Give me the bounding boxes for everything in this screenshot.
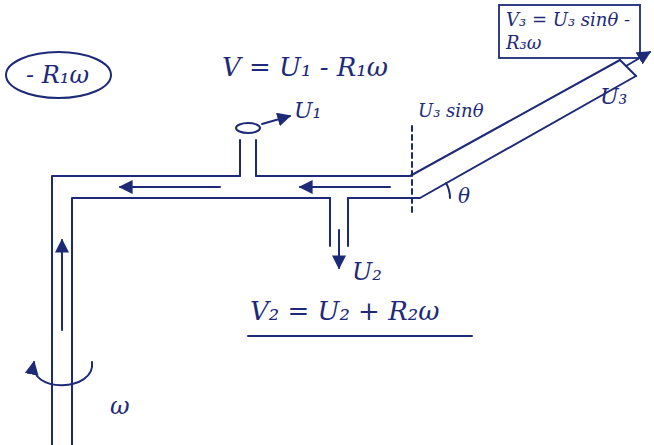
jet-arrow xyxy=(262,116,290,124)
nozzle-swirl xyxy=(236,123,260,133)
underline xyxy=(248,335,472,337)
pipe-inner-wall xyxy=(72,76,636,445)
velocity-component: U₃ sinθ xyxy=(418,100,484,121)
flow-arrow xyxy=(300,186,390,188)
equation-box: V₃ = U₃ sinθ - R₃ω xyxy=(498,4,641,59)
node-text: V₃ = U₃ sinθ - R₃ω xyxy=(506,9,633,54)
flow-arrow xyxy=(61,240,63,330)
velocity-label: U₃ xyxy=(600,84,627,109)
velocity-label: U₂ xyxy=(352,258,382,286)
top-nozzle xyxy=(240,140,256,176)
rotation-arrow xyxy=(34,362,93,385)
flow-arrow xyxy=(120,186,220,188)
angular-speed-label: ω xyxy=(110,392,130,420)
velocity-equation: V₂ = U₂ + R₂ω xyxy=(250,296,439,326)
circled-term: - R₁ω xyxy=(4,50,113,100)
pipe-outer-wall xyxy=(52,60,620,445)
node-text: - R₁ω xyxy=(26,60,91,90)
velocity-label: U₁ xyxy=(294,98,321,123)
angle-arc xyxy=(446,183,450,198)
jet-arrow xyxy=(626,52,650,66)
jet-arrow xyxy=(338,230,340,268)
velocity-equation: V = U₁ - R₁ω xyxy=(222,52,388,82)
reference-line xyxy=(411,126,413,214)
angle-label: θ xyxy=(458,184,470,208)
